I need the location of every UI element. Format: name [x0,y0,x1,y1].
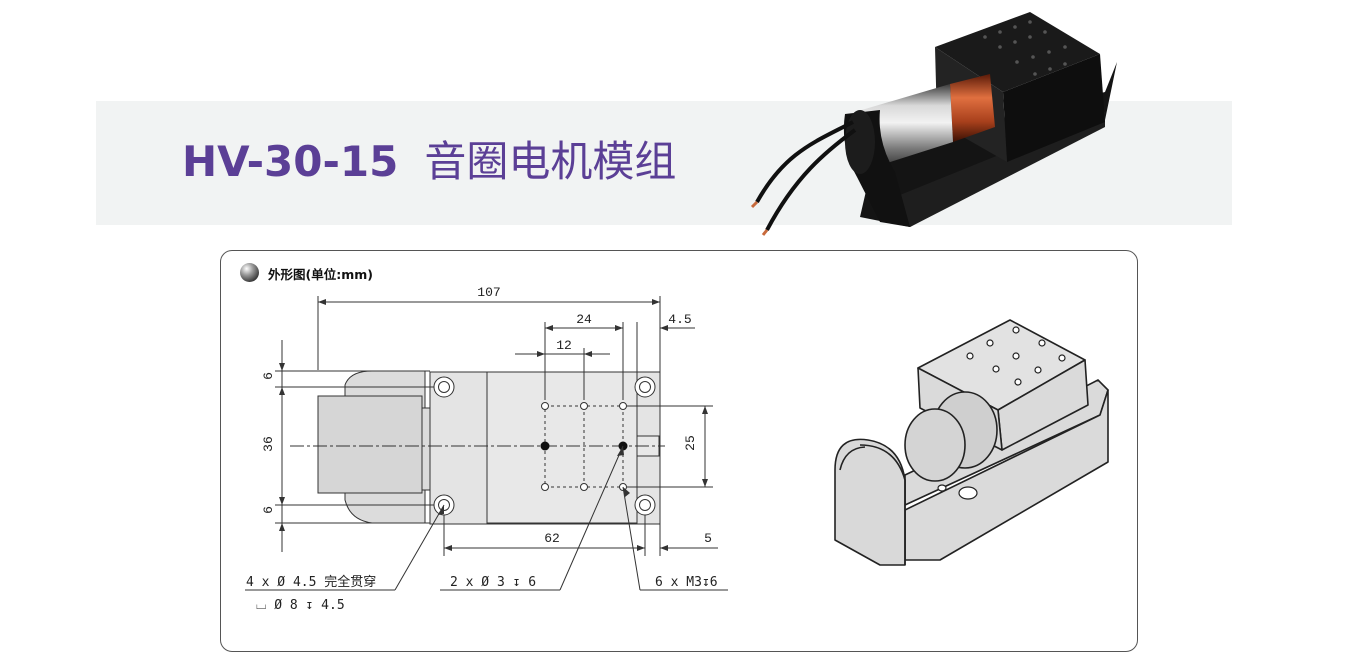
dim-row-spacing: 25 [683,435,698,451]
dim-right-offset: 4.5 [668,312,691,327]
bullet-icon [240,263,259,282]
product-name: 音圈电机模组 [424,137,677,186]
callout-counterbore: ⌴ Ø 8 ↧ 4.5 [256,598,345,613]
dim-hole-spacing-large: 24 [576,312,592,327]
isometric-view [834,319,1109,566]
dim-overall-length: 107 [477,285,500,300]
dim-hole-spacing-small: 12 [556,338,572,353]
technical-drawing: 107 24 4.5 12 6 36 6 25 62 5 4 x Ø 4.5 完… [245,285,728,613]
callout-pin-holes: 2 x Ø 3 ↧ 6 [450,575,536,590]
product-photo [750,12,1117,236]
dim-body-length: 62 [544,531,560,546]
dim-top-margin: 6 [261,372,276,380]
callout-thread-holes: 6 x M3↧6 [655,575,718,590]
callout-mount-holes: 4 x Ø 4.5 完全贯穿 [246,574,376,590]
dim-bottom-margin: 6 [261,506,276,514]
model-number: HV-30-15 [182,137,399,186]
dim-height: 36 [261,436,276,452]
dim-end-offset: 5 [704,531,712,546]
page-title: HV-30-15 音圈电机模组 [182,136,676,188]
drawing-title: 外形图(单位:mm) [268,267,373,282]
